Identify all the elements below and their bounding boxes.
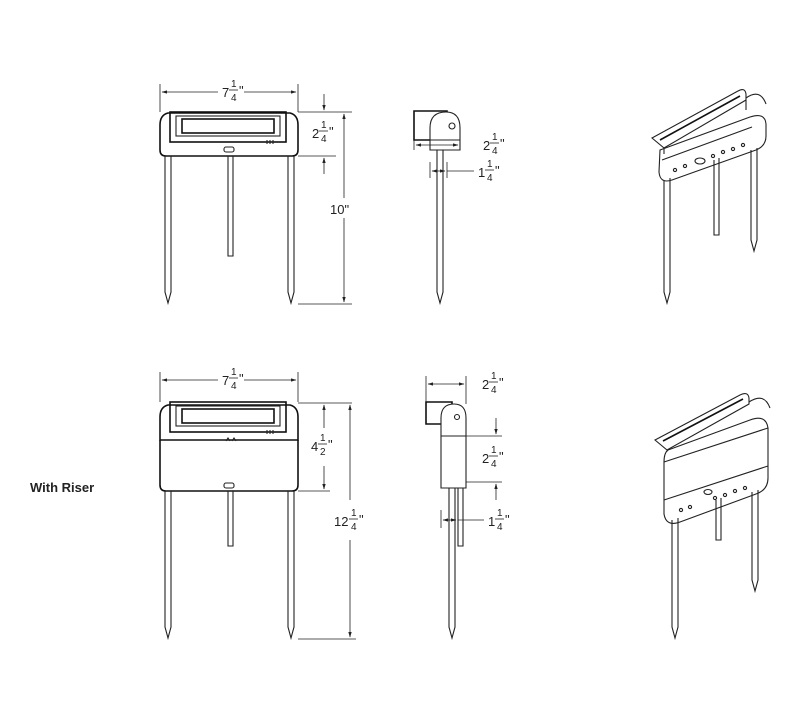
dim-bot-front-height-unit: " — [359, 512, 364, 527]
dim-bot-front-width-whole: 7 — [222, 373, 229, 388]
dim-top-front-head-num: 1 — [321, 120, 327, 131]
dim-bot-front-width-num: 1 — [231, 367, 237, 378]
bottom-front-view: 7 1 4 " 4 1 2 " 12 1 4 " — [159, 367, 364, 641]
dim-top-side-stake-den: 4 — [487, 173, 493, 184]
dim-bot-front-height-whole: 12 — [334, 514, 348, 529]
dim-bot-side-depth-whole: 2 — [482, 377, 489, 392]
dim-top-front-head-whole: 2 — [312, 126, 319, 141]
dim-top-front-width-num: 1 — [231, 79, 237, 90]
top-iso-view — [651, 89, 767, 306]
dim-bot-side-riser-unit: " — [499, 449, 504, 464]
dim-bot-front-head-den: 2 — [320, 447, 326, 458]
dim-bot-front-head-whole: 4 — [311, 439, 318, 454]
dim-top-side-depth-num: 1 — [492, 132, 498, 143]
dim-top-side-depth-unit: " — [500, 136, 505, 151]
dim-bot-front-head-num: 1 — [320, 433, 326, 444]
dim-bot-front-height-num: 1 — [351, 508, 357, 519]
dim-bot-side-depth-unit: " — [499, 375, 504, 390]
top-side-view: 2 1 4 " 1 1 4 " — [413, 110, 505, 306]
dim-top-front-width-den: 4 — [231, 93, 237, 104]
dim-bot-side-stake-den: 4 — [497, 522, 503, 533]
bottom-iso-view — [654, 392, 771, 641]
dim-top-side-depth-whole: 2 — [483, 138, 490, 153]
dim-top-side-stake-unit: " — [495, 163, 500, 178]
with-riser-label: With Riser — [30, 480, 95, 495]
dim-bot-side-riser-num: 1 — [491, 445, 497, 456]
dim-top-front-width-unit: " — [239, 83, 244, 98]
dim-bot-side-stake-whole: 1 — [488, 514, 495, 529]
dim-bot-side-stake-unit: " — [505, 512, 510, 527]
bottom-side-view: 2 1 4 " 2 1 4 " 1 1 4 " — [425, 371, 510, 641]
dim-top-front-height: 10" — [330, 202, 349, 217]
dim-bot-side-riser-den: 4 — [491, 459, 497, 470]
dim-top-front-head-unit: " — [329, 124, 334, 139]
dim-bot-side-stake-num: 1 — [497, 508, 503, 519]
dim-top-side-depth-den: 4 — [492, 146, 498, 157]
dim-bot-side-depth-num: 1 — [491, 371, 497, 382]
dim-bot-side-riser-whole: 2 — [482, 451, 489, 466]
dim-bot-front-width-unit: " — [239, 371, 244, 386]
dim-top-side-stake-whole: 1 — [478, 165, 485, 180]
top-front-view: 7 1 4 " 2 1 4 " 10" — [159, 79, 352, 306]
dim-bot-front-height-den: 4 — [351, 522, 357, 533]
dim-top-side-stake-num: 1 — [487, 159, 493, 170]
dim-top-front-width-whole: 7 — [222, 85, 229, 100]
dim-bot-front-head-unit: " — [328, 437, 333, 452]
dim-bot-side-depth-den: 4 — [491, 385, 497, 396]
dim-bot-front-width-den: 4 — [231, 381, 237, 392]
dim-top-front-head-den: 4 — [321, 134, 327, 145]
